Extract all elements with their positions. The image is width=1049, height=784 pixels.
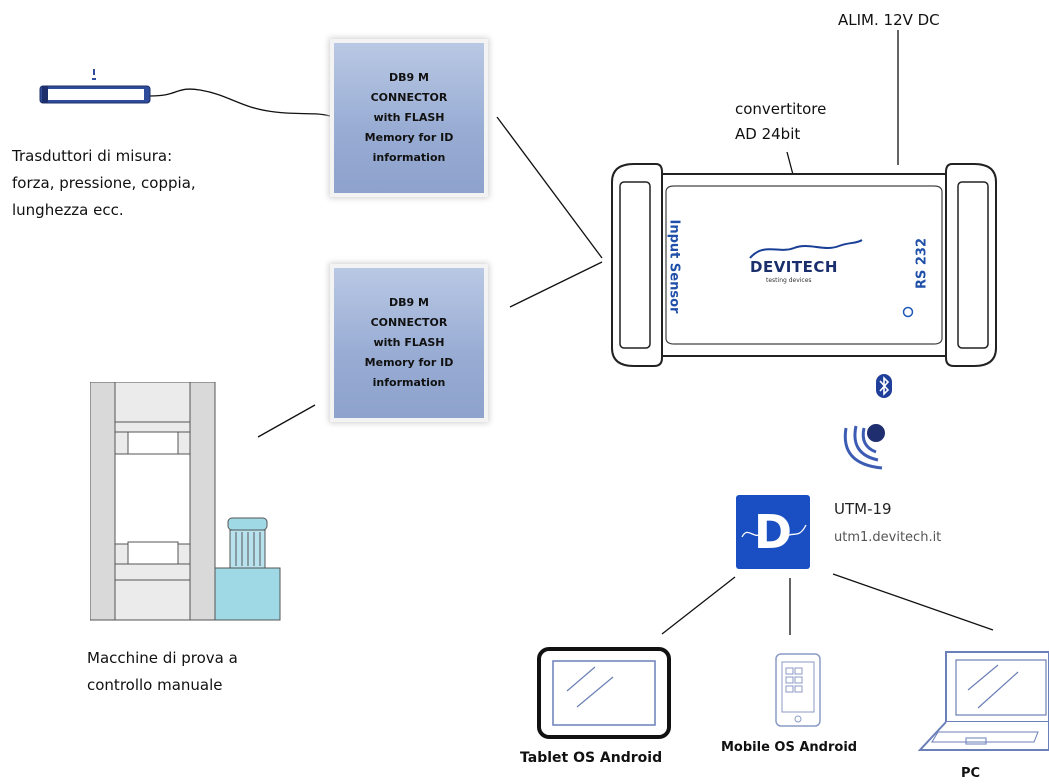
- tablet-icon: [537, 647, 671, 739]
- rs232-label-wrap: RS 232: [907, 230, 937, 300]
- wireless-signal-icon: [843, 424, 885, 470]
- app-logo-wave: [741, 524, 807, 540]
- line-app-pc: [832, 573, 994, 631]
- bluetooth-icon: [876, 374, 892, 398]
- mobile-icon: [775, 653, 821, 727]
- tablet-label: Tablet OS Android: [520, 750, 663, 766]
- devitech-brand-sub: testing devices: [766, 277, 812, 284]
- db9-connector-2-label: DB9 M CONNECTOR with FLASH Memory for ID…: [364, 296, 454, 389]
- machine-label: Macchine di prova a controllo manuale: [87, 649, 238, 694]
- rs232-label: RS 232: [914, 237, 930, 290]
- db9-connector-2: DB9 M CONNECTOR with FLASH Memory for ID…: [334, 268, 484, 418]
- utm-app-logo: D: [736, 495, 810, 569]
- laptop-icon: [918, 651, 1049, 751]
- input-sensor-label: Input Sensor: [666, 219, 682, 314]
- power-supply-label: ALIM. 12V DC: [838, 11, 940, 29]
- db9-connector-1-label: DB9 M CONNECTOR with FLASH Memory for ID…: [364, 71, 454, 164]
- app-name: UTM-19: [834, 500, 892, 518]
- transducer-cable: [149, 88, 331, 117]
- app-logo-letter: D: [753, 505, 793, 559]
- line-app-tablet: [661, 576, 736, 635]
- line-connector1-device: [496, 116, 603, 259]
- input-sensor-label-wrap: Input Sensor: [659, 215, 689, 325]
- transducer-label: Trasduttori di misura: forza, pressione,…: [12, 147, 196, 219]
- db9-connector-1: DB9 M CONNECTOR with FLASH Memory for ID…: [334, 43, 484, 193]
- converter-label: convertitore AD 24bit: [735, 100, 827, 143]
- mobile-label: Mobile OS Android: [721, 740, 858, 755]
- pc-label: PC: [961, 766, 981, 781]
- line-machine-connector2: [257, 404, 316, 438]
- app-url: utm1.devitech.it: [834, 530, 942, 545]
- transducer-icon: [39, 69, 151, 104]
- converter-device: [611, 163, 997, 367]
- devitech-brand: DEVITECH: [750, 258, 838, 276]
- testing-machine-icon: [90, 382, 281, 621]
- line-connector2-device: [509, 261, 603, 308]
